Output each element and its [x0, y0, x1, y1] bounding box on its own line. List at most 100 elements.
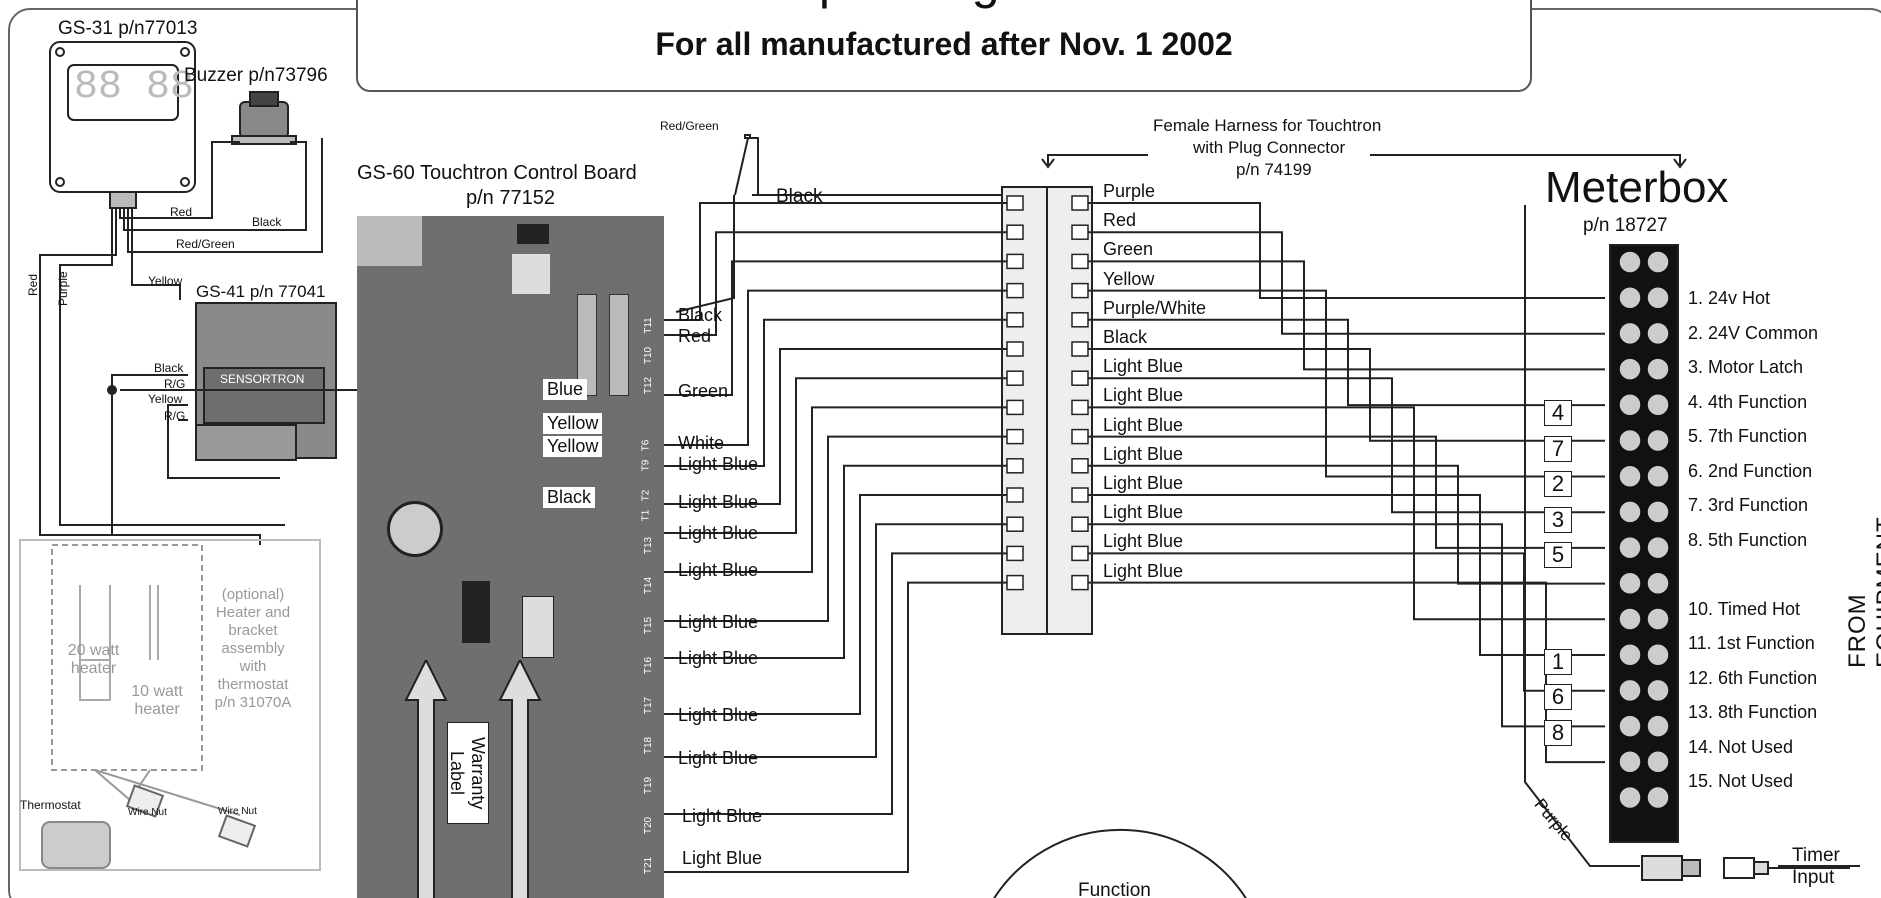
- meterbox-screw: [1618, 250, 1642, 274]
- board-wire-label: Light Blue: [678, 454, 759, 474]
- board-component-2: [517, 224, 549, 244]
- gs41-label: GS-41 p/n 77041: [196, 282, 326, 301]
- board-harness-wire: [664, 318, 1007, 467]
- meterbox-terminal-label: 11. 1st Function: [1688, 633, 1815, 653]
- harness-wire-label: Green: [1103, 239, 1154, 260]
- board-terminal-t10: T10: [643, 346, 655, 365]
- meterbox-screw: [1646, 750, 1670, 774]
- harness-pin-right: [1071, 458, 1089, 474]
- meterbox-screw: [1646, 714, 1670, 738]
- board-wire-label: Light Blue: [682, 806, 763, 826]
- meterbox-screw: [1618, 357, 1642, 381]
- harness-pin-right: [1071, 253, 1089, 270]
- terminal-number-box: 3: [1544, 506, 1572, 533]
- gs31-wire-yellow: Yellow: [148, 274, 183, 288]
- meterbox-terminal-label: 7. 3rd Function: [1688, 495, 1809, 515]
- harness-meterbox-wire: [1088, 348, 1605, 442]
- meterbox-screw: [1618, 285, 1642, 310]
- meterbox-screw: [1646, 607, 1670, 631]
- meterbox-terminal-label: 1. 24v Hot: [1688, 288, 1771, 308]
- harness-pin-left: [1006, 487, 1024, 503]
- timer-label: Timer Input: [1792, 845, 1862, 889]
- meterbox-screw: [1618, 428, 1642, 453]
- meterbox-terminal-label: 4. 4th Function: [1688, 391, 1808, 412]
- harness-pin-right: [1071, 428, 1089, 445]
- harness-pin-left: [1006, 195, 1024, 211]
- meterbox-screw: [1646, 428, 1670, 453]
- harness-pin-right: [1071, 370, 1089, 386]
- harness-wire-label: Light Blue: [1103, 385, 1184, 406]
- harness-sub: with Plug Connector: [1193, 138, 1346, 157]
- title-line-2: For all manufactured after Nov. 1 2002: [655, 26, 1233, 62]
- harness-meterbox-wire: [1088, 494, 1605, 656]
- board-wire-label: Red: [678, 326, 712, 346]
- control-board: [357, 216, 664, 898]
- meterbox-terminal-label: 12. 6th Function: [1688, 667, 1818, 688]
- board-harness-wire: [664, 552, 1007, 815]
- harness-pin-right: [1071, 341, 1089, 357]
- harness-pin-right: [1071, 312, 1089, 328]
- harness-pin-right: [1071, 516, 1089, 532]
- board-harness-wire: [664, 581, 1007, 873]
- meterbox-screw: [1646, 357, 1670, 381]
- harness-pin-right: [1071, 545, 1089, 562]
- harness-meterbox-wire: [1088, 289, 1605, 478]
- top-wire-redgreen: Red/Green: [660, 119, 719, 133]
- function-label: Function: [1078, 880, 1151, 898]
- board-harness-wire: [664, 348, 1007, 505]
- harness-pin-right: [1071, 195, 1089, 211]
- harness-pin-left: [1006, 428, 1024, 445]
- board-terminal-t2: T2: [640, 489, 652, 502]
- board-component-3: [512, 254, 550, 294]
- meterbox-terminal-label: 10. Timed Hot: [1688, 598, 1801, 619]
- harness-title: Female Harness for Touchtron: [1153, 116, 1382, 135]
- title-box: with 15-pin Plug Connector For all manuf…: [356, 0, 1532, 92]
- board-wire-label: Light Blue: [678, 705, 759, 725]
- harness-wire-label: Purple: [1103, 181, 1156, 201]
- board-wire-label: Light Blue: [678, 523, 759, 543]
- board-wire-label: Light Blue: [678, 560, 759, 580]
- board-terminal-t13: T13: [643, 536, 655, 555]
- gs31-connector: [109, 191, 137, 209]
- top-wire-black: Black: [776, 186, 823, 207]
- harness-meterbox-wire: [1088, 202, 1605, 299]
- gs31-wire-red: Red: [170, 205, 193, 219]
- meterbox-screw: [1618, 571, 1642, 596]
- harness-wire-label: Light Blue: [1103, 356, 1184, 377]
- board-harness-wire: [664, 231, 1007, 336]
- board-terminal-t12: T12: [643, 376, 655, 395]
- harness-wire-label: Black: [1103, 327, 1148, 347]
- meterbox-screw: [1618, 750, 1642, 774]
- harness-meterbox-wire: [1088, 231, 1605, 335]
- meterbox-terminal-label: 8. 5th Function: [1688, 529, 1808, 550]
- terminal-number-box: 6: [1544, 684, 1572, 710]
- harness-pin-right: [1071, 399, 1089, 416]
- harness-meterbox-wire: [1088, 581, 1605, 764]
- meterbox-screw: [1646, 250, 1670, 274]
- harness-pin-right: [1071, 574, 1089, 591]
- board-wire-label: Black: [678, 305, 723, 325]
- harness-wire-label: Yellow: [1103, 268, 1155, 289]
- board-terminal-t11: T11: [642, 317, 654, 334]
- harness-meterbox-wire: [1088, 377, 1605, 514]
- harness-pin-left: [1006, 282, 1024, 299]
- meterbox-terminal-label: 14. Not Used: [1688, 736, 1794, 757]
- board-large-cap: [387, 501, 443, 557]
- harness-pin-right: [1071, 487, 1089, 503]
- harness-meterbox-wire: [1088, 260, 1605, 371]
- gs31-wire-red-v: Red: [26, 273, 40, 296]
- meterbox-screw: [1646, 785, 1670, 810]
- meterbox-screw: [1646, 393, 1670, 417]
- gs41-wire-black: Black: [154, 361, 184, 375]
- harness-pin-left: [1006, 312, 1024, 328]
- harness-wire-label: Light Blue: [1103, 531, 1184, 552]
- board-label-blue: Blue: [543, 379, 588, 400]
- meterbox-screw: [1646, 535, 1670, 560]
- board-wire-label: Light Blue: [678, 648, 759, 668]
- terminal-number-box: 7: [1544, 435, 1572, 462]
- board-terminal-t9: T9: [640, 459, 652, 472]
- meterbox-screw: [1618, 500, 1642, 524]
- board-harness-wire: [664, 464, 1007, 659]
- harness-wire-label: Light Blue: [1103, 414, 1184, 435]
